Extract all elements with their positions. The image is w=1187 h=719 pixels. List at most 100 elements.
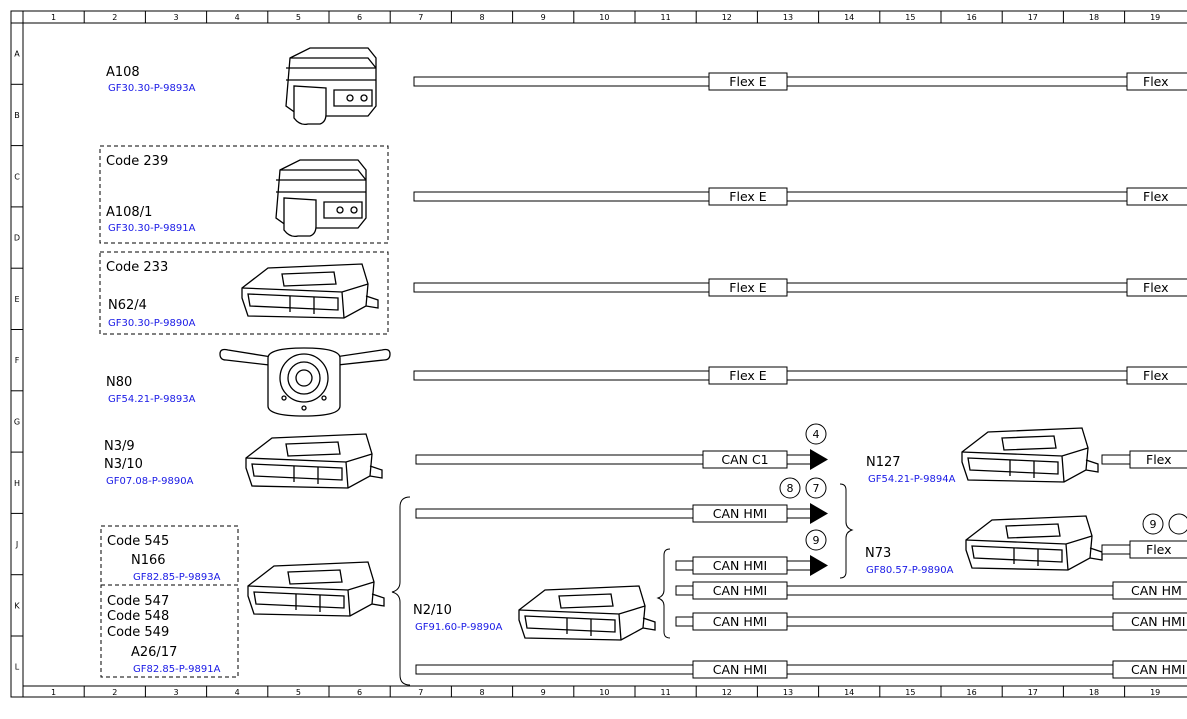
column-number: 7 [418, 13, 423, 22]
column-number: 13 [783, 688, 793, 697]
row-letter: B [14, 111, 20, 120]
row-letter: J [15, 540, 18, 549]
component-ref-n127: GF54.21-P-9894A [868, 474, 956, 485]
column-number: 16 [967, 688, 977, 697]
bus-label-can-hmi: CAN HMI [713, 614, 767, 629]
bus-label-can-hm: CAN HM [1131, 583, 1182, 598]
column-number: 13 [783, 13, 793, 22]
column-number: 7 [418, 688, 423, 697]
column-number: 11 [661, 688, 671, 697]
camera-module-illustration [275, 159, 367, 238]
component-id-n3-9: N3/9 [104, 439, 135, 454]
bus-label-flex: Flex [1143, 74, 1169, 89]
column-number: 6 [357, 13, 362, 22]
component-ref-n166: GF82.85-P-9893A [133, 572, 221, 583]
component-ref-n62-4: GF30.30-P-9890A [108, 318, 196, 329]
control-unit-illustration [247, 561, 385, 617]
component-id-n2-10: N2/10 [413, 603, 452, 618]
component-id-n73: N73 [865, 546, 891, 561]
bus-label-can-c1: CAN C1 [721, 452, 768, 467]
bus-label-flex: Flex [1143, 368, 1169, 383]
column-number: 4 [235, 13, 240, 22]
component-id-n166: N166 [131, 553, 166, 568]
column-number: 2 [112, 13, 117, 22]
column-number: 14 [844, 688, 854, 697]
connector-ref: 4 [813, 428, 820, 441]
control-unit-illustration [961, 427, 1099, 483]
component-ref-n80: GF54.21-P-9893A [108, 394, 196, 405]
column-number: 15 [905, 13, 915, 22]
column-number: 5 [296, 688, 301, 697]
code-547: Code 547 [107, 594, 169, 609]
bus-label-flex: Flex [1146, 542, 1172, 557]
column-number: 17 [1028, 688, 1038, 697]
group-brace [391, 496, 411, 686]
column-number: 3 [173, 688, 178, 697]
control-unit-illustration [965, 515, 1103, 571]
code-233: Code 233 [106, 260, 168, 275]
column-number: 14 [844, 13, 854, 22]
arrow-icon [810, 503, 828, 524]
row-letter: K [14, 601, 20, 610]
group-brace [656, 548, 671, 639]
bus-label-can-hmi: CAN HMI [713, 583, 767, 598]
connector-ref: 9 [1150, 518, 1157, 531]
diagram-frame [10, 10, 1187, 698]
component-ref-a26-17: GF82.85-P-9891A [133, 664, 221, 675]
column-number: 11 [661, 13, 671, 22]
connector-ref: 7 [813, 482, 820, 495]
bus-label-flex: Flex [1146, 452, 1172, 467]
control-unit-illustration [518, 585, 656, 641]
code-549: Code 549 [107, 625, 169, 640]
column-number: 9 [541, 688, 546, 697]
component-id-n80: N80 [106, 375, 132, 390]
column-number: 16 [967, 13, 977, 22]
component-ref-a108: GF30.30-P-9893A [108, 83, 196, 94]
optional-code-frame-547 [100, 584, 239, 678]
diagram-inner-frame [22, 22, 1187, 687]
bus-label-flex-e: Flex E [729, 74, 767, 89]
bus-label-flex-e: Flex E [729, 368, 767, 383]
row-letter: E [14, 295, 19, 304]
component-id-a108: A108 [106, 65, 140, 80]
control-unit-illustration [245, 433, 383, 489]
column-number: 17 [1028, 13, 1038, 22]
optional-code-frame-239 [99, 145, 389, 244]
component-ref-n73: GF80.57-P-9890A [866, 565, 954, 576]
component-ref-a108-1: GF30.30-P-9891A [108, 223, 196, 234]
column-number: 12 [722, 688, 732, 697]
column-number: 19 [1150, 13, 1160, 22]
column-number: 9 [541, 13, 546, 22]
column-number: 6 [357, 688, 362, 697]
bus-label-can-hmi-right: CAN HMI [1131, 614, 1185, 629]
row-letter: D [14, 234, 20, 243]
component-id-n127: N127 [866, 455, 901, 470]
column-number: 19 [1150, 688, 1160, 697]
row-letter: F [15, 356, 20, 365]
bus-label-flex: Flex [1143, 189, 1169, 204]
code-545: Code 545 [107, 534, 169, 549]
column-number: 8 [479, 13, 484, 22]
code-548: Code 548 [107, 609, 169, 624]
bus-label-flex-e: Flex E [729, 280, 767, 295]
column-number: 1 [51, 688, 56, 697]
connector-ref: 8 [787, 482, 794, 495]
component-ref-n2-10: GF91.60-P-9890A [415, 622, 503, 633]
group-brace [839, 483, 854, 579]
camera-module-illustration [285, 47, 377, 126]
optional-code-frame-233 [99, 251, 389, 335]
bus-label-can-hmi: CAN HMI [713, 558, 767, 573]
component-id-n62-4: N62/4 [108, 298, 147, 313]
column-number: 12 [722, 13, 732, 22]
code-239: Code 239 [106, 154, 168, 169]
column-number: 3 [173, 13, 178, 22]
bus-label-can-hmi: CAN HMI [713, 662, 767, 677]
bus-label-can-hmi: CAN HMI [713, 506, 767, 521]
column-number: 5 [296, 13, 301, 22]
column-number: 18 [1089, 13, 1099, 22]
arrow-icon [810, 449, 828, 470]
arrow-icon [810, 555, 828, 576]
row-letter: C [14, 172, 20, 181]
